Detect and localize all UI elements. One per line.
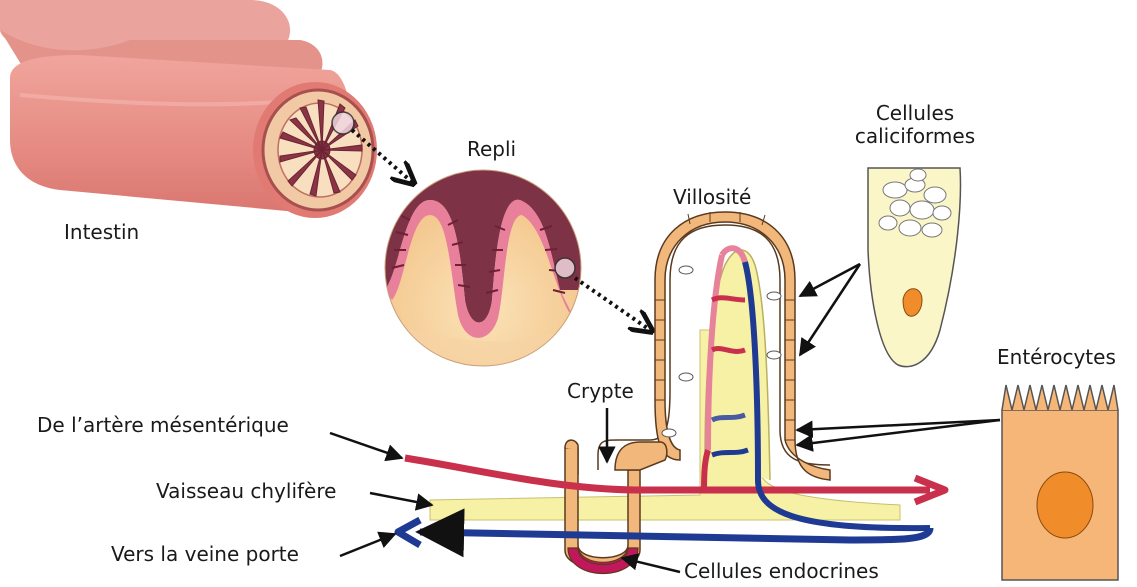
zoom-arrow-2 xyxy=(575,278,650,330)
label-intestin: Intestin xyxy=(64,221,139,244)
label-crypte: Crypte xyxy=(567,380,634,403)
enterocyte-cell xyxy=(1002,385,1118,580)
goblet-cell xyxy=(868,168,960,367)
label-endocrines: Cellules endocrines xyxy=(684,560,879,583)
label-cellules-caliciformes-line1: Cellules xyxy=(830,102,1000,125)
intestine-illustration xyxy=(0,0,377,218)
veine-arrow xyxy=(340,534,395,556)
vaisseau-arrow xyxy=(370,493,432,505)
repli-circle xyxy=(370,160,600,380)
label-villosite: Villosité xyxy=(673,186,751,209)
label-enterocytes: Entérocytes xyxy=(997,346,1116,369)
label-cellules-caliciformes: Cellules caliciformes xyxy=(830,102,1000,148)
artere-arrow xyxy=(330,433,402,458)
label-veine: Vers la veine porte xyxy=(111,543,299,566)
goblet-arrow-1 xyxy=(800,264,860,296)
label-repli: Repli xyxy=(467,138,516,161)
label-vaisseau: Vaisseau chylifère xyxy=(156,480,336,503)
label-artere: De l’artère mésentérique xyxy=(37,414,289,437)
label-cellules-caliciformes-line2: caliciformes xyxy=(830,125,1000,148)
goblet-arrow-2 xyxy=(800,264,860,355)
